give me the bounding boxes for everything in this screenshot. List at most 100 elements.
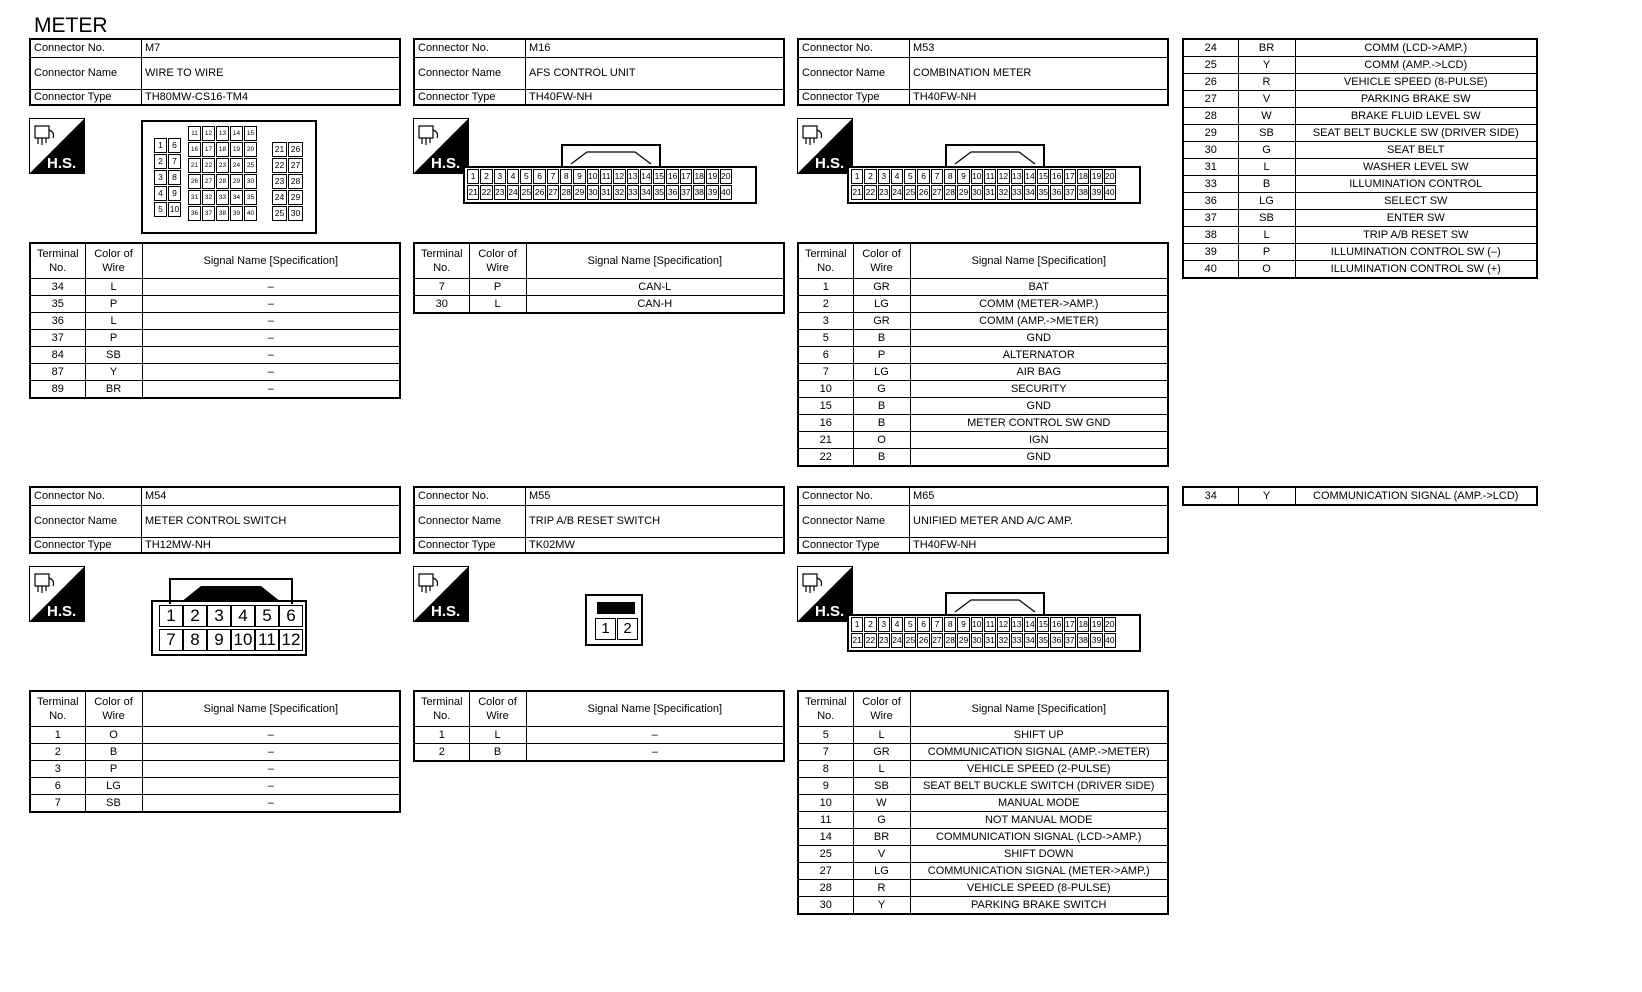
- info-value: TH80MW-CS16-TM4: [141, 88, 401, 106]
- pin-cell: 9: [957, 169, 970, 184]
- pin-cell: 3: [493, 169, 506, 184]
- terminal-cell: 89: [29, 380, 86, 399]
- terminal-cell: 11: [797, 811, 854, 829]
- color-cell: R: [1237, 73, 1296, 91]
- pin-cell: 12: [997, 169, 1010, 184]
- pin-cell: 36: [1050, 185, 1063, 200]
- info-label: Connector Type: [797, 536, 910, 554]
- pin-cell: 25: [520, 185, 533, 200]
- pin-cell: 15: [1037, 169, 1050, 184]
- pin-cell: 37: [202, 206, 215, 221]
- hs-label: H.S.: [47, 155, 76, 172]
- info-value: METER CONTROL SWITCH: [141, 504, 401, 538]
- color-cell: Y: [1237, 56, 1296, 74]
- signal-cell: VEHICLE SPEED (8-PULSE): [909, 879, 1169, 897]
- pin-cell: 3: [877, 169, 890, 184]
- terminal-cell: 26: [1182, 73, 1239, 91]
- connector-latch: [945, 144, 1045, 170]
- color-cell: SB: [84, 794, 143, 813]
- signal-cell: –: [141, 777, 401, 795]
- connector-latch: [561, 144, 661, 170]
- terminal-cell: 87: [29, 363, 86, 381]
- terminal-cell: 30: [1182, 141, 1239, 159]
- color-cell: W: [1237, 107, 1296, 125]
- info-value: TRIP A/B RESET SWITCH: [525, 504, 785, 538]
- pin-cell: 8: [944, 169, 957, 184]
- pin-cell: 28: [216, 174, 229, 189]
- harness-side-icon: H.S.: [29, 118, 85, 174]
- pin-cell: 8: [560, 169, 573, 184]
- pin-cell: 20: [719, 169, 732, 184]
- color-cell: B: [1237, 175, 1296, 193]
- pin-cell: 8: [183, 629, 207, 651]
- terminal-cell: 3: [29, 760, 86, 778]
- signal-cell: –: [141, 743, 401, 761]
- color-cell: L: [1237, 158, 1296, 176]
- pin-cell: 14: [1023, 617, 1037, 632]
- pin-cell: 21: [188, 158, 201, 173]
- pin-cell: 34: [639, 185, 653, 200]
- pin-cell: 26: [917, 633, 930, 648]
- pin-cell: 25: [904, 633, 917, 648]
- connector-latch: [169, 578, 293, 604]
- pin-cell: 8: [944, 617, 957, 632]
- pin-cell: 3: [154, 170, 167, 185]
- pin-cell: 2: [864, 617, 877, 632]
- color-header: Color of Wire: [84, 690, 143, 727]
- info-value: TH12MW-NH: [141, 536, 401, 554]
- pin-cell: 31: [188, 190, 201, 205]
- signal-cell: ILLUMINATION CONTROL SW (–): [1294, 243, 1538, 261]
- terminal-cell: 5: [797, 329, 854, 347]
- signal-cell: BRAKE FLUID LEVEL SW: [1294, 107, 1538, 125]
- info-row: Connector No.M55: [413, 486, 785, 506]
- info-label: Connector Name: [29, 504, 142, 538]
- pin-cell: 23: [216, 158, 229, 173]
- signal-cell: PARKING BRAKE SW: [1294, 90, 1538, 108]
- color-cell: B: [852, 329, 911, 347]
- pin-cell: 12: [613, 169, 626, 184]
- info-label: Connector No.: [413, 486, 526, 506]
- pin-cell: 10: [168, 202, 181, 217]
- pin-cell: 10: [970, 617, 983, 632]
- pin-cell: 17: [202, 142, 215, 157]
- pin-cell: 14: [230, 126, 243, 141]
- color-cell: SB: [84, 346, 143, 364]
- harness-side-icon: H.S.: [797, 566, 853, 622]
- pin-cell: 34: [1023, 633, 1037, 648]
- connector-latch: [597, 602, 635, 614]
- pin-cell: 22: [480, 185, 493, 200]
- signal-cell: COMMUNICATION SIGNAL (LCD->AMP.): [909, 828, 1169, 846]
- color-cell: GR: [852, 278, 911, 296]
- color-cell: L: [468, 295, 527, 314]
- info-value: M54: [141, 486, 401, 506]
- pin-cell: 12: [202, 126, 215, 141]
- color-cell: LG: [852, 862, 911, 880]
- terminal-cell: 2: [413, 743, 470, 762]
- info-label: Connector No.: [413, 38, 526, 58]
- terminal-cell: 38: [1182, 226, 1239, 244]
- pin-cell: 18: [1077, 169, 1090, 184]
- latch-outline: [570, 151, 652, 165]
- pin-cell: 13: [1010, 169, 1023, 184]
